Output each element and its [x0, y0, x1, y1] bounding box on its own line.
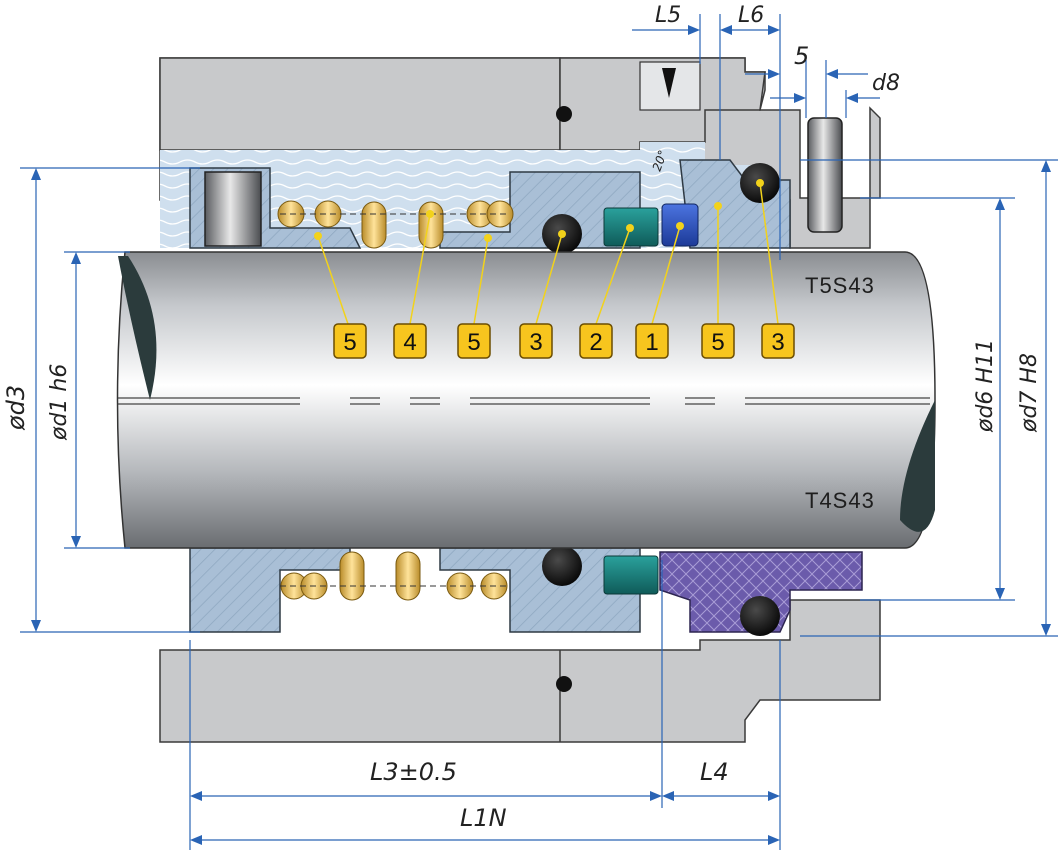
springs-bottom — [280, 551, 510, 601]
spring-holder-top — [439, 171, 641, 249]
label-L3: L3±0.5 — [370, 758, 457, 786]
part-badge: 3 — [519, 323, 553, 359]
shaft-end-left — [118, 256, 157, 400]
svg-text:4: 4 — [403, 329, 416, 356]
part-badge: 3 — [761, 323, 795, 359]
dim-d1 — [64, 251, 130, 549]
model-label-bottom: T4S43 — [805, 488, 875, 513]
flush-direction-arrow — [662, 68, 676, 98]
shaft-end-right — [900, 400, 935, 532]
part-badge: 2 — [579, 323, 613, 359]
label-L6: L6 — [738, 3, 764, 28]
part-badge: 1 — [635, 323, 669, 359]
label-angle: 20° — [650, 148, 670, 173]
springs-top — [277, 200, 514, 249]
part-badge: 4 — [393, 323, 427, 359]
anti-rotation-pin — [807, 117, 843, 233]
label-L5: L5 — [655, 3, 681, 28]
part-badge: 5 — [701, 323, 735, 359]
carbon-ring-bottom — [659, 551, 863, 633]
label-d3: ød3 — [2, 385, 30, 431]
gland-housing-bottom — [159, 599, 881, 743]
set-screw — [204, 171, 262, 247]
dim-d3 — [20, 167, 200, 633]
dim-d7 — [800, 159, 1058, 637]
dim-5-d8 — [745, 60, 880, 118]
label-5: 5 — [794, 42, 809, 70]
centerline — [118, 397, 930, 405]
svg-text:5: 5 — [343, 329, 356, 356]
dim-d6 — [860, 197, 1015, 601]
label-d6: ød6 H11 — [973, 339, 998, 433]
svg-text:5: 5 — [467, 329, 480, 356]
model-label-top: T5S43 — [805, 273, 875, 298]
label-d7: ød7 H8 — [1017, 353, 1042, 433]
label-L1N: L1N — [460, 804, 507, 832]
svg-text:1: 1 — [645, 329, 658, 356]
housing-o-ring-top — [556, 106, 572, 122]
secondary-seal-bottom — [603, 555, 659, 595]
label-L4: L4 — [700, 758, 729, 786]
o-ring-bottom — [542, 546, 582, 586]
dim-L3-L4 — [189, 560, 781, 850]
svg-text:2: 2 — [589, 329, 602, 356]
part-badge: 5 — [333, 323, 367, 359]
svg-text:5: 5 — [711, 329, 724, 356]
svg-text:3: 3 — [529, 329, 542, 356]
svg-text:3: 3 — [771, 329, 784, 356]
gland-housing-upper-block — [159, 57, 561, 151]
o-ring-seat-bottom — [740, 596, 780, 636]
housing-o-ring-bottom — [556, 676, 572, 692]
callout-leaders — [314, 179, 779, 325]
dim-L5-L6 — [632, 14, 781, 260]
dim-L1N — [190, 835, 780, 845]
label-d1: ød1 h6 — [47, 364, 72, 441]
part-badge: 5 — [457, 323, 491, 359]
label-d8: d8 — [872, 71, 900, 96]
